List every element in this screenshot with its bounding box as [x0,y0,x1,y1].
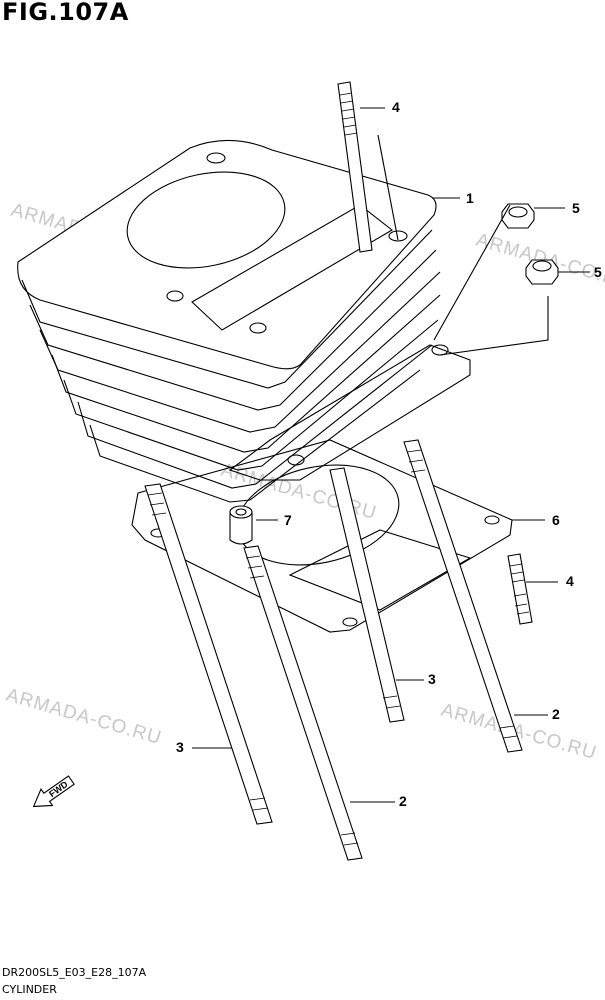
nut-upper [501,203,535,229]
callout-label: 5 [572,200,580,216]
callout-label: 2 [399,793,407,809]
stud-long-middle [329,467,405,723]
figure-title: FIG.107A [2,0,129,26]
watermark: ARMADA-CO.RU [4,685,164,750]
stud-long-center [243,545,363,861]
callout-label: 5 [594,264,602,280]
callout-label: 4 [566,573,574,589]
leader-lines [192,107,590,803]
stud-right [507,553,533,625]
section-title: CYLINDER [2,983,57,996]
stud-long-right [403,439,523,753]
callout-label: 3 [176,739,184,755]
callout-label: 6 [552,512,560,528]
watermark: ARMADA-CO.RU [439,700,599,765]
nut-lower [525,259,559,285]
dowel-pin [229,505,253,545]
diagram-code: DR200SL5_E03_E28_107A [2,966,147,979]
callout-label: 2 [552,706,560,722]
callout-label: 4 [392,99,400,115]
callout-label: 3 [428,671,436,687]
stud-top [337,81,373,253]
cylinder-part [17,139,471,503]
fwd-arrow-icon: FWD [32,775,75,808]
callout-label: 7 [284,512,292,528]
callout-label: 1 [466,190,474,206]
stud-long-left [144,483,273,825]
